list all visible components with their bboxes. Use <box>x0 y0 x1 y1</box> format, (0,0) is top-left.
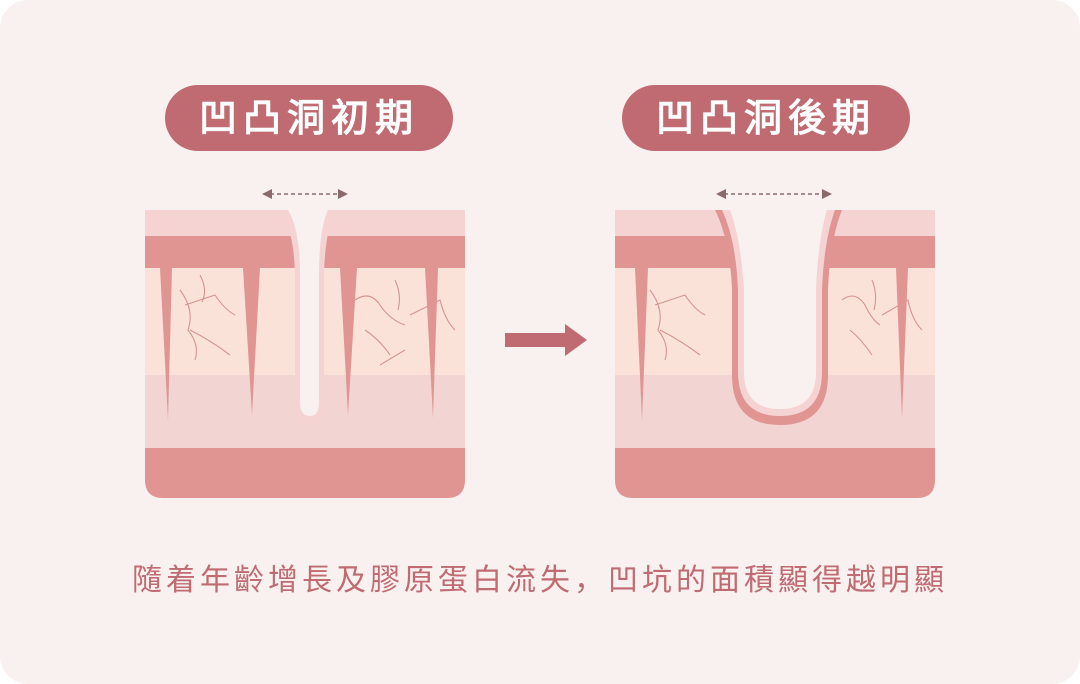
dermal-spikes <box>635 268 908 420</box>
skin-diagram-late <box>615 189 935 498</box>
label-late-stage: 凹凸洞後期 <box>622 85 910 151</box>
caption-text: 隨着年齡增長及膠原蛋白流失，凹坑的面積顯得越明顯 <box>132 563 948 598</box>
base-layer <box>145 448 465 498</box>
dermal-spikes <box>160 268 438 420</box>
skin-diagram-early <box>145 189 465 498</box>
collagen-fibers <box>649 279 923 361</box>
scar-pit-early-inner <box>288 210 328 416</box>
label-early-stage: 凹凸洞初期 <box>165 85 453 151</box>
collagen-fibers <box>179 274 456 366</box>
progression-arrow-icon <box>505 324 587 356</box>
base-layer <box>615 448 935 498</box>
width-indicator-late <box>716 189 832 199</box>
scar-pit-late-inner <box>730 210 827 409</box>
width-indicator-early <box>262 189 348 199</box>
